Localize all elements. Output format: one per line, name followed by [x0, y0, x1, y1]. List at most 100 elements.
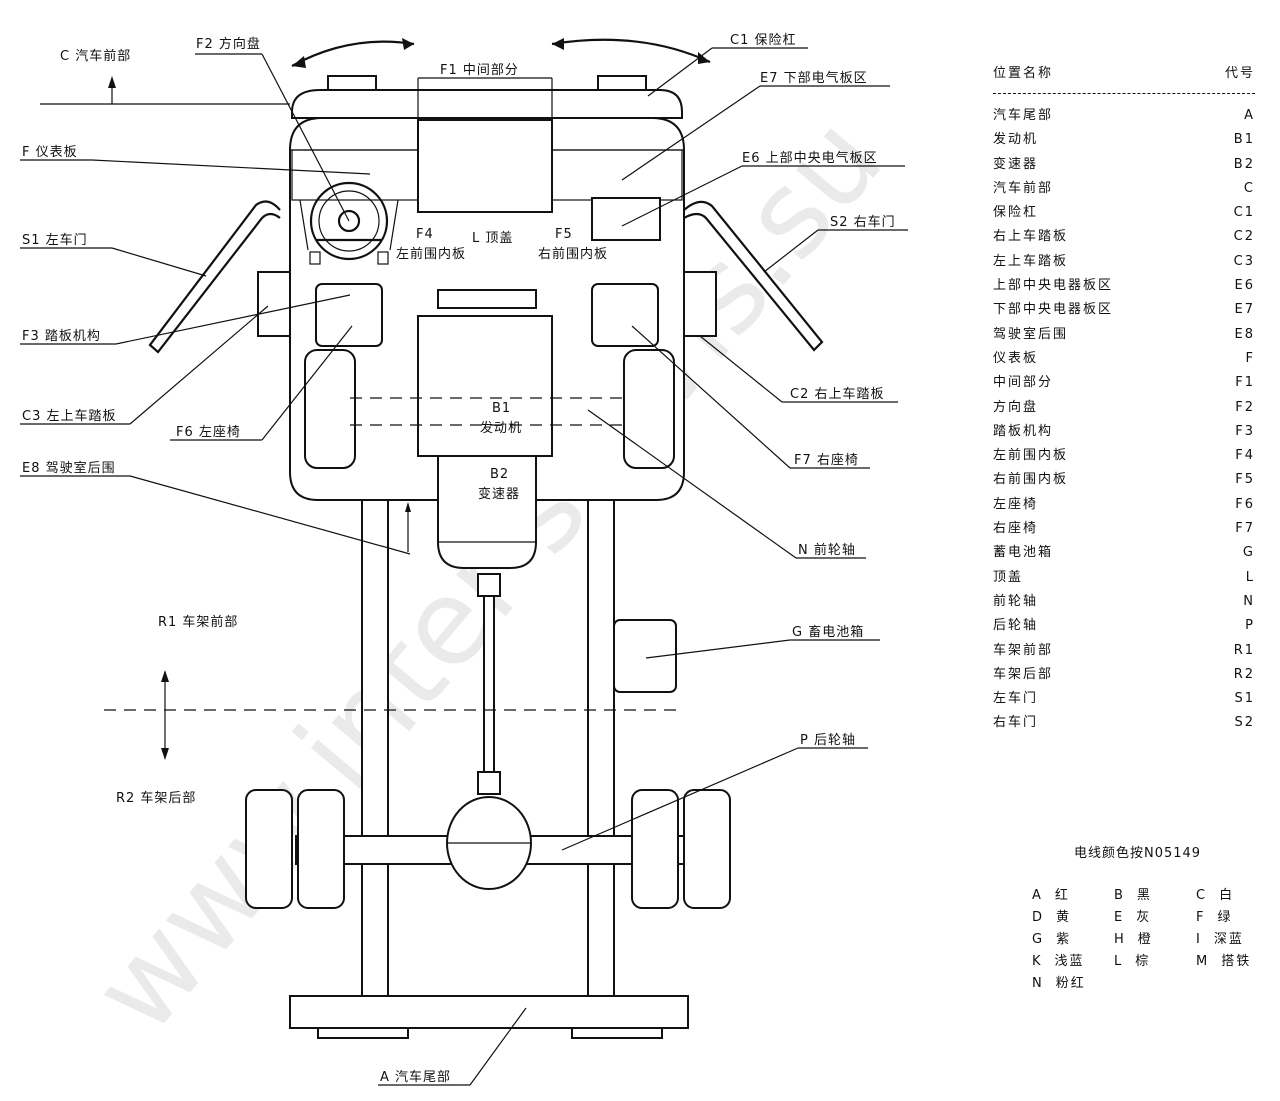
wire-color-code: L	[1114, 954, 1124, 969]
legend-row-name: 右座椅	[993, 521, 1039, 537]
left-step	[257, 271, 291, 337]
right-step	[683, 271, 717, 337]
legend-row-code: S1	[1234, 691, 1255, 707]
legend-row-name: 下部中央电器板区	[993, 302, 1114, 318]
propeller-shaft	[483, 595, 495, 773]
legend-row-name: 车架后部	[993, 666, 1054, 682]
label-pedal-mechanism: F3 踏板机构	[22, 329, 101, 344]
right-seat	[623, 349, 675, 469]
label-middle-section: F1 中间部分	[440, 63, 519, 78]
wire-color-name: 灰	[1136, 910, 1152, 925]
label-frame-front: R1 车架前部	[158, 614, 238, 630]
wire-color-code: B	[1114, 888, 1125, 903]
label-right-seat: F7 右座椅	[794, 453, 859, 468]
legend-row-name: 保险杠	[993, 205, 1039, 221]
label-steering-wheel: F2 方向盘	[196, 36, 261, 52]
wire-color-name: 深蓝	[1213, 932, 1244, 947]
label-right-step: C2 右上车踏板	[790, 386, 884, 402]
legend-row-name: 顶盖	[993, 569, 1024, 585]
wire-color-name: 红	[1054, 888, 1070, 903]
legend-row-code: F4	[1235, 448, 1255, 464]
wire-color-code: G	[1032, 932, 1045, 947]
legend-row-code: C	[1243, 180, 1255, 196]
engine	[417, 315, 553, 457]
legend-row-name: 踏板机构	[993, 423, 1054, 439]
wire-color-name: 粉红	[1055, 976, 1086, 991]
label-left-front-panel-code: F4	[416, 227, 434, 242]
label-front-axle: N 前轮轴	[798, 542, 856, 558]
legend-row-name: 左车门	[993, 691, 1039, 707]
legend-row-code: B1	[1233, 132, 1255, 148]
legend-row-name: 后轮轴	[993, 618, 1039, 634]
label-lower-electric-panel: E7 下部电气板区	[760, 70, 868, 86]
label-left-seat: F6 左座椅	[176, 425, 241, 440]
legend-row: 下部中央电器板区 E7	[993, 298, 1255, 322]
legend-row: 左车门 S1	[993, 687, 1255, 711]
legend-row-code: C3	[1233, 253, 1255, 269]
legend-row-code: C2	[1233, 229, 1255, 245]
left-seat	[304, 349, 356, 469]
label-engine-code: B1	[492, 401, 511, 416]
legend-row-name: 变速器	[993, 156, 1039, 172]
label-right-front-panel-code: F5	[555, 227, 573, 242]
label-right-door: S2 右车门	[830, 214, 896, 230]
legend-row-name: 上部中央电器板区	[993, 278, 1114, 294]
legend-row-code: E6	[1234, 278, 1255, 294]
legend-header-code: 代号	[1224, 66, 1255, 81]
wire-color-code: E	[1114, 910, 1125, 925]
legend-row-name: 左上车踏板	[993, 253, 1069, 269]
legend-row-code: F6	[1235, 496, 1255, 512]
rear-wheel-left-outer	[245, 789, 293, 909]
wire-color-name: 浅蓝	[1054, 954, 1085, 969]
legend-row: 前轮轴 N	[993, 590, 1255, 614]
label-left-front-panel-name: 左前围内板	[396, 246, 466, 262]
battery-box	[613, 619, 677, 693]
legend-row-code: F1	[1235, 375, 1255, 391]
legend-row-code: S2	[1234, 715, 1255, 731]
label-cab-rear-wall: E8 驾驶室后围	[22, 460, 116, 476]
legend-row-code: E7	[1234, 302, 1255, 318]
legend-row: 上部中央电器板区 E6	[993, 274, 1255, 298]
left-door	[148, 200, 281, 354]
label-battery-box: G 畜电池箱	[792, 624, 864, 640]
wire-color-code: D	[1032, 910, 1045, 925]
legend-row-name: 驾驶室后围	[993, 326, 1069, 342]
wire-color-code: I	[1196, 932, 1202, 947]
legend-row-name: 仪表板	[993, 350, 1039, 366]
wire-color-code: C	[1196, 888, 1208, 903]
legend-row-name: 方向盘	[993, 399, 1039, 415]
label-transmission-name: 变速器	[478, 486, 520, 502]
legend-row-name: 左座椅	[993, 496, 1039, 512]
frame-rail-right	[587, 499, 615, 997]
wire-color-code: H	[1114, 932, 1126, 947]
rotation-arrows	[291, 38, 711, 68]
bumper-lamp-right	[597, 75, 647, 91]
label-engine-name: 发动机	[480, 420, 522, 436]
label-left-door: S1 左车门	[22, 232, 88, 248]
legend-row-name: 前轮轴	[993, 593, 1039, 609]
legend-row-code: R2	[1233, 666, 1255, 682]
legend-row-name: 汽车前部	[993, 180, 1054, 196]
legend-row-code: A	[1244, 108, 1255, 123]
legend-row-code: N	[1243, 593, 1255, 609]
legend-row: 左座椅 F6	[993, 493, 1255, 517]
